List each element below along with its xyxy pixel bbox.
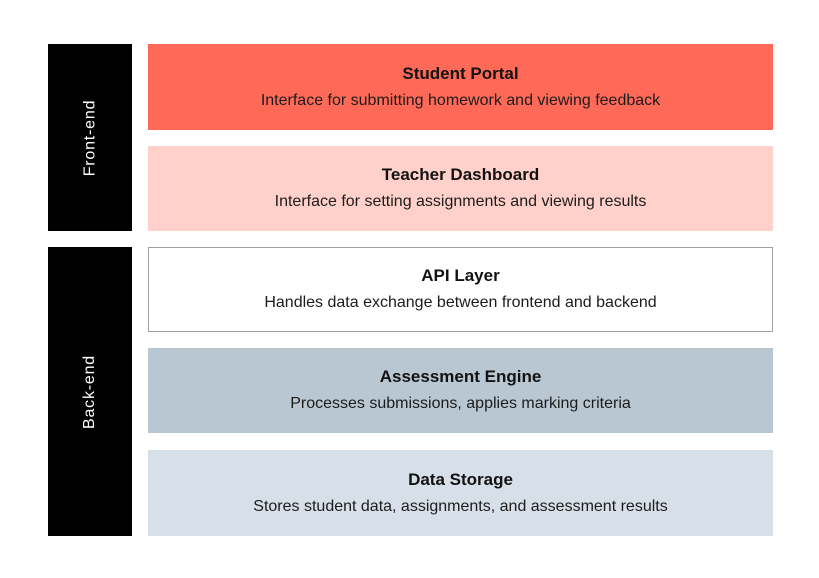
group-back-end: Back-end [48,247,132,536]
layer-title: API Layer [421,266,500,286]
layer-api-layer: API Layer Handles data exchange between … [148,247,773,332]
layer-description: Processes submissions, applies marking c… [290,395,631,413]
layer-title: Teacher Dashboard [381,165,540,185]
layer-teacher-dashboard: Teacher Dashboard Interface for setting … [148,146,773,231]
layer-data-storage: Data Storage Stores student data, assign… [148,450,773,536]
layer-student-portal: Student Portal Interface for submitting … [148,44,773,130]
group-front-end: Front-end [48,44,132,231]
layer-description: Handles data exchange between frontend a… [264,294,657,312]
layer-title: Data Storage [408,469,513,489]
layer-description: Interface for setting assignments and vi… [274,193,647,211]
layer-title: Student Portal [402,63,519,83]
group-back-end-label: Back-end [81,354,98,429]
group-front-end-label: Front-end [80,99,98,176]
layer-description: Interface for submitting homework and vi… [260,91,661,109]
layer-assessment-engine: Assessment Engine Processes submissions,… [148,348,773,433]
layer-description: Stores student data, assignments, and as… [253,497,668,515]
layer-title: Assessment Engine [379,367,542,387]
